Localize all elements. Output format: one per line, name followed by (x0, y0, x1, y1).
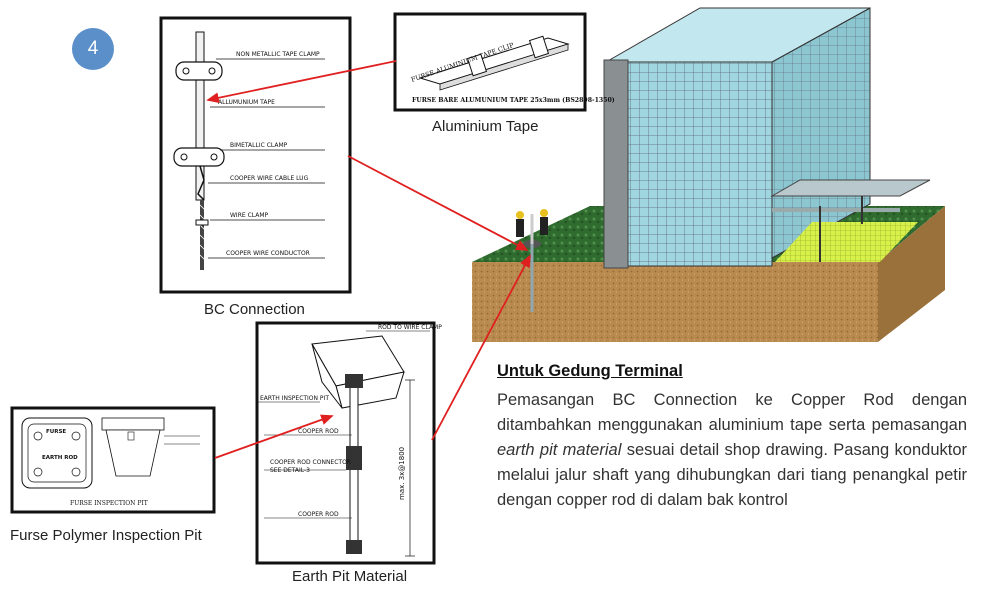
earth-pit-label-rod-connector: COOPER ROD CONNECTOR (270, 459, 351, 466)
earth-pit-label-cooper-rod-2: COOPER ROD (298, 511, 339, 518)
earth-pit-label-rod-clamp: ROD TO WIRE CLAMP (378, 324, 442, 331)
terminal-building-illustration (472, 7, 945, 342)
bc-connection-drawing: NON METALLIC TAPE CLAMP ALLUMUNIUM TAPE … (159, 16, 352, 294)
earth-pit-label-cooper-rod-1: COOPER ROD (298, 428, 339, 435)
arrow-pit-to-earthpit (214, 414, 334, 459)
bc-connection-caption: BC Connection (204, 301, 305, 318)
inspection-pit-caption: Furse Polymer Inspection Pit (10, 527, 202, 544)
arrow-bc-to-site (347, 155, 529, 251)
bc-label-wire-clamp: WIRE CLAMP (230, 212, 269, 219)
earth-pit-label-see-detail: SEE DETAIL-3 (270, 467, 310, 474)
connector-arrows (206, 60, 531, 459)
bc-label-tape-clamp: NON METALLIC TAPE CLAMP (236, 51, 320, 58)
description-part-2: sesuai detail shop drawing. Pasang kondu… (497, 441, 968, 509)
step-number-badge: 4 (72, 28, 114, 70)
bc-label-aluminium-tape: ALLUMUNIUM TAPE (218, 99, 275, 106)
pit-lid-label-top: FURSE (46, 429, 66, 435)
arrow-tape-to-bc (206, 60, 397, 104)
bc-label-cable-lug: COOPER WIRE CABLE LUG (230, 175, 309, 182)
description-title: Untuk Gedung Terminal (497, 362, 683, 380)
aluminium-tape-drawing: FURSE ALUMINIUM TAPE CLIP FURSE BARE ALU… (393, 12, 615, 112)
description-body: Pemasangan BC Connection ke Copper Rod d… (497, 388, 967, 513)
earth-pit-label-inspection-pit: EARTH INSPECTION PIT (260, 395, 329, 402)
earth-pit-caption: Earth Pit Material (292, 568, 408, 585)
earth-pit-drawing: max. 3x@1800 ROD TO WIRE CLAMP EARTH INS… (255, 321, 442, 565)
tape-drawing-label: FURSE BARE ALUMUNIUM TAPE 25x3mm (BS2898… (412, 97, 615, 104)
bc-label-bimetallic-clamp: BIMETALLIC CLAMP (230, 142, 288, 149)
pit-drawing-title: FURSE INSPECTION PIT (70, 500, 148, 507)
inspection-pit-drawing: FURSE EARTH ROD FURSE INSPECTION PIT (10, 406, 216, 514)
pit-lid-label-bottom: EARTH ROD (42, 455, 78, 461)
earth-pit-dimension: max. 3x@1800 (398, 447, 406, 500)
bc-label-wire-conductor: COOPER WIRE CONDUCTOR (226, 250, 310, 257)
description-part-1: Pemasangan BC Connection ke Copper Rod d… (497, 391, 967, 434)
aluminium-tape-caption: Aluminium Tape (432, 118, 539, 135)
arrow-earthpit-to-site (431, 254, 531, 441)
description-italic: earth pit material (497, 441, 622, 459)
